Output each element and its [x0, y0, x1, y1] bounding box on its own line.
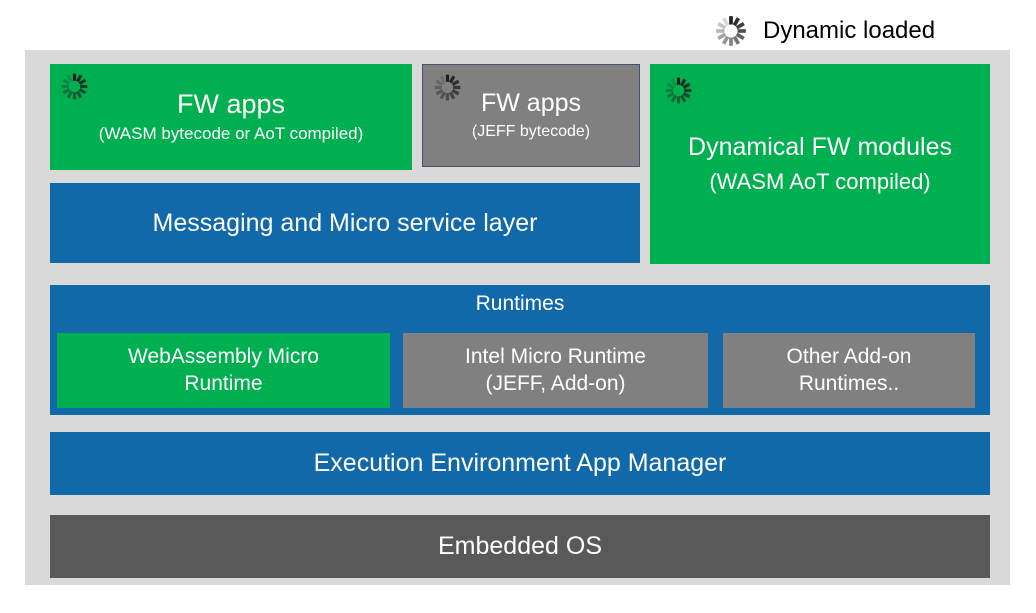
messaging-layer-box: Messaging and Micro service layer [50, 183, 640, 263]
fw-apps-wasm-title: FW apps [176, 89, 286, 120]
embedded-os-box: Embedded OS [50, 515, 990, 578]
runtime-other-box: Other Add-on Runtimes.. [723, 333, 975, 408]
legend: Dynamic loaded [712, 10, 935, 52]
dynamical-fw-modules-subtitle: (WASM AoT compiled) [709, 169, 931, 195]
dynamic-loaded-icon [431, 71, 464, 104]
fw-apps-wasm-box: FW apps (WASM bytecode or AoT compiled) [50, 64, 412, 170]
legend-label: Dynamic loaded [763, 17, 936, 44]
runtime-wamr-box: WebAssembly Micro Runtime [57, 333, 390, 408]
runtimes-container: Runtimes WebAssembly Micro Runtime Intel… [50, 285, 990, 415]
runtime-intel-label: Intel Micro Runtime (JEFF, Add-on) [465, 345, 646, 395]
dynamic-loaded-icon [712, 12, 750, 50]
runtime-intel-box: Intel Micro Runtime (JEFF, Add-on) [403, 333, 708, 408]
fw-apps-jeff-box: FW apps (JEFF bytecode) [422, 64, 640, 167]
embedded-os-label: Embedded OS [438, 532, 602, 560]
app-manager-box: Execution Environment App Manager [50, 432, 990, 495]
dynamic-loaded-icon [662, 74, 695, 107]
fw-apps-jeff-title: FW apps [480, 89, 582, 118]
messaging-layer-label: Messaging and Micro service layer [152, 208, 538, 237]
dynamical-fw-modules-box: Dynamical FW modules (WASM AoT compiled) [650, 64, 990, 264]
runtime-wamr-label: WebAssembly Micro Runtime [128, 345, 319, 395]
fw-apps-jeff-subtitle: (JEFF bytecode) [471, 122, 591, 140]
runtimes-title: Runtimes [475, 292, 565, 315]
dynamic-loaded-icon [58, 70, 91, 103]
dynamical-fw-modules-title: Dynamical FW modules [688, 133, 952, 162]
app-manager-label: Execution Environment App Manager [313, 449, 727, 477]
runtime-other-label: Other Add-on Runtimes.. [786, 345, 912, 395]
fw-apps-wasm-subtitle: (WASM bytecode or AoT compiled) [98, 124, 364, 144]
